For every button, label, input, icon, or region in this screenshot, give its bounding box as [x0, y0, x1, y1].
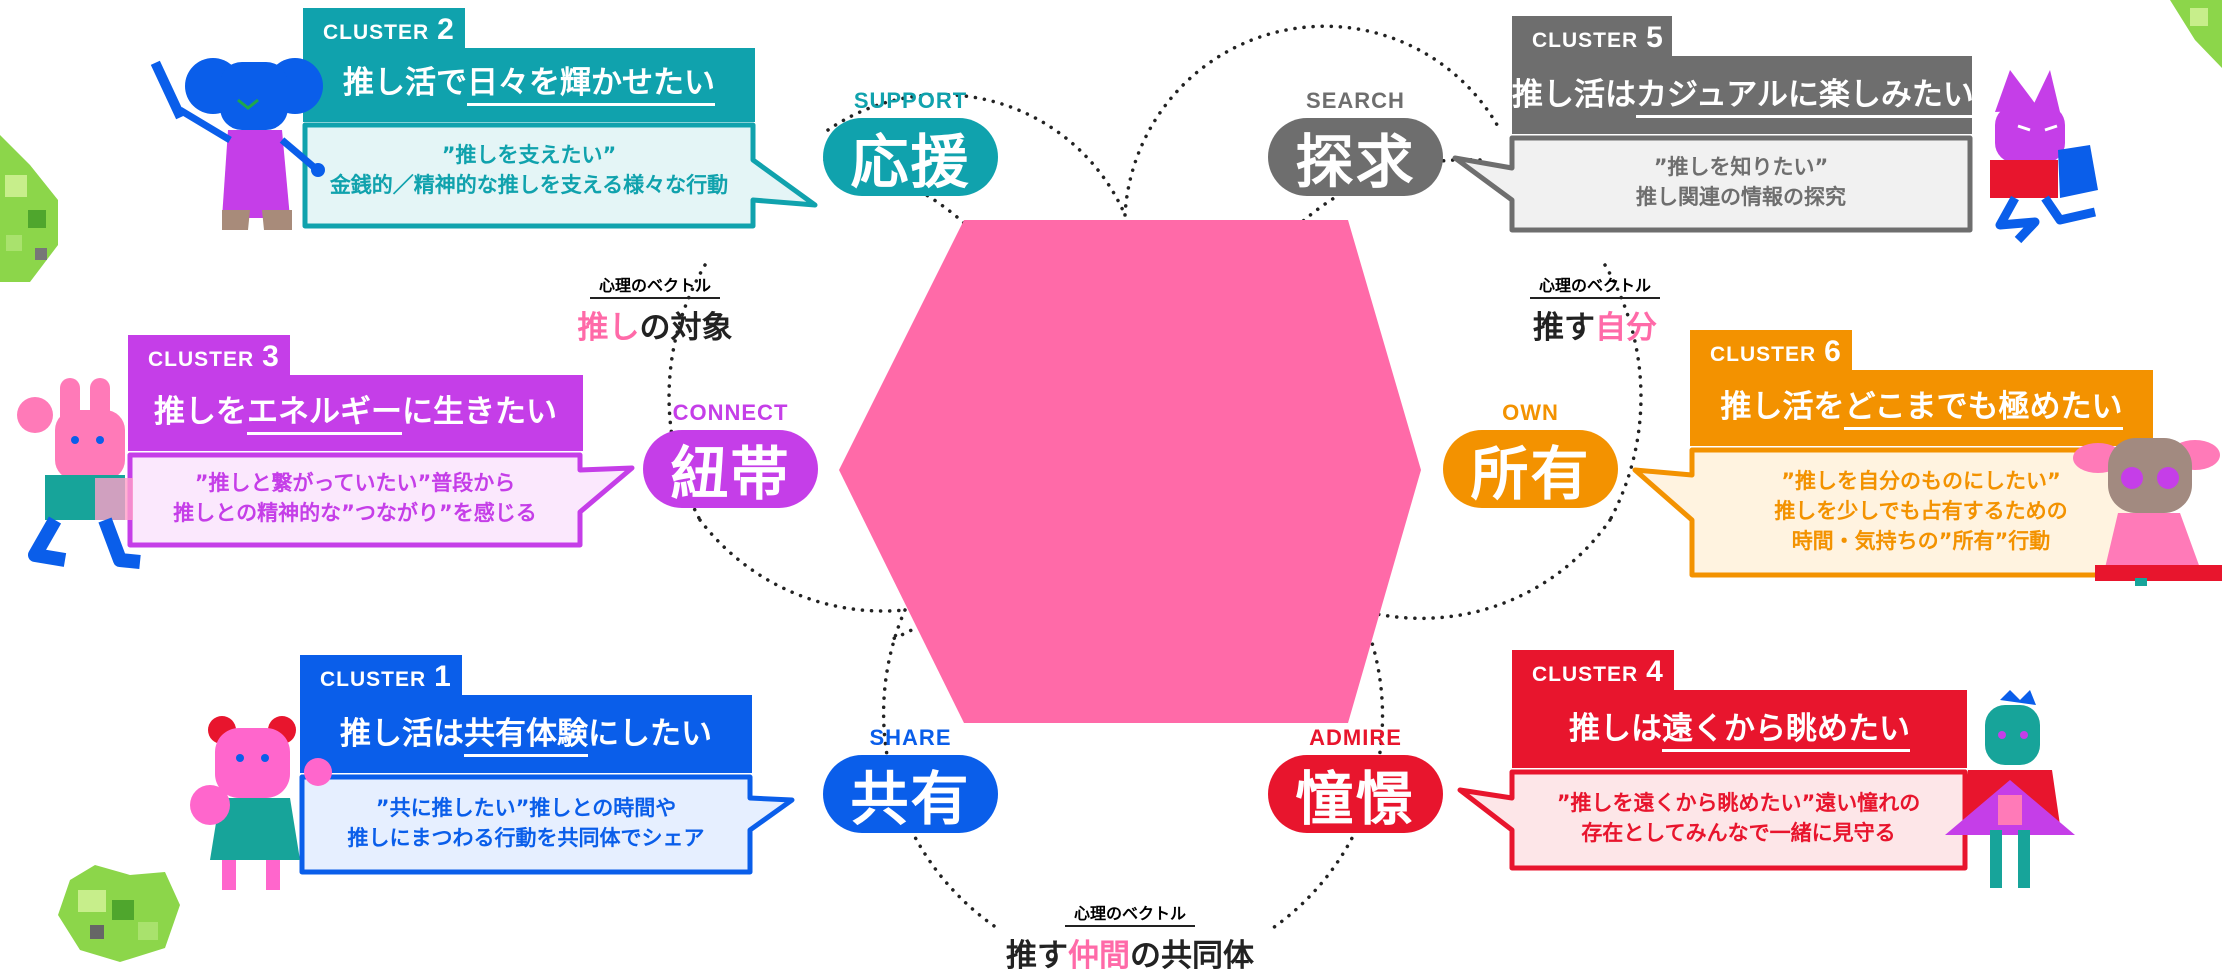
category-pills [643, 118, 1618, 833]
vector-left-label: 推しの対象 [577, 310, 733, 346]
blue-mouse-mascot [150, 58, 325, 230]
cluster-1-description: ”共に推したい”推しとの時間や推しにまつわる行動を共同体でシェア [347, 796, 705, 850]
center-hexagon [839, 220, 1421, 723]
category-own-label: OWN [1502, 400, 1559, 425]
vector-right-caption: 心理のベクトル [1530, 272, 1660, 299]
pink-bear-mascot [190, 716, 332, 890]
cluster-4-box [1457, 650, 1968, 871]
category-share-label: SHARE [869, 725, 952, 750]
vector-right-label: 推す自分 [1533, 310, 1657, 346]
cluster-4-description: ”推しを遠くから眺めたい”遠い憧れの存在としてみんなで一緒に見守る [1556, 791, 1921, 845]
cluster-3-description: ”推しと繋がっていたい”普段から推しとの精神的な”つながり”を感じる [173, 471, 537, 525]
category-search-pill: 探求 [1295, 128, 1416, 196]
cluster-2-title: 推し活で日々を輝かせたい [303, 65, 755, 106]
category-support-pill: 応援 [850, 128, 971, 196]
purple-rabbit-mascot [1990, 70, 2098, 244]
dotted-arc-left [667, 263, 707, 522]
vector-bottom-label: 推す仲間の共同体 [1006, 938, 1254, 971]
dotted-arc-lower-right [1358, 518, 1612, 621]
vector-bottom-caption: 心理のベクトル [1065, 900, 1195, 927]
cluster-6-description: ”推しを自分のものにしたい”推しを少しでも占有するための時間・気持ちの”所有”行… [1774, 469, 2068, 553]
cluster-2-description: ”推しを支えたい”金銭的／精神的な推しを支える様々な行動 [329, 143, 729, 197]
cluster-4-title: 推しは遠くから眺めたい [1512, 711, 1967, 752]
bulldog-mascot [2073, 438, 2222, 586]
cluster-6-title: 推し活をどこまでも極めたい [1690, 389, 2153, 430]
category-connect-pill: 紐帯 [670, 440, 791, 508]
cluster-5-box [1452, 16, 1973, 233]
category-admire-pill: 憧憬 [1295, 765, 1416, 833]
green-dinosaur-mascot [1945, 690, 2075, 888]
cluster-6-box [1632, 330, 2153, 578]
pink-rabbit-mascot [17, 378, 141, 569]
dotted-arc-upper-left [826, 92, 1127, 217]
category-connect-label: CONNECT [672, 400, 789, 425]
cluster-5-description: ”推しを知りたい”推し関連の情報の探究 [1636, 155, 1846, 209]
cluster-1-title: 推し活は共有体験にしたい [300, 716, 752, 757]
category-search-label: SEARCH [1306, 88, 1405, 113]
green-pixel-decoration-right [2170, 0, 2222, 68]
dotted-arc-upper-right [1123, 24, 1502, 217]
dotted-arc-right [1603, 263, 1643, 522]
cluster-5-title: 推し活はカジュアルに楽しみたい [1512, 77, 1974, 118]
vector-left-caption: 心理のベクトル [590, 272, 720, 299]
category-support-label: SUPPORT [853, 88, 968, 113]
cluster-2-box [302, 8, 818, 229]
category-share-pill: 共有 [850, 765, 971, 833]
green-pixel-decoration-left [0, 135, 58, 282]
cluster-1-box [299, 655, 795, 875]
cluster-3-title: 推しをエネルギーに生きたい [128, 394, 583, 435]
dotted-arc-lower-left [698, 518, 907, 613]
green-pixel-decoration-bottom [58, 865, 180, 962]
category-own-pill: 所有 [1470, 440, 1591, 508]
cluster-3-box [127, 335, 635, 548]
category-admire-label: ADMIRE [1309, 725, 1402, 750]
